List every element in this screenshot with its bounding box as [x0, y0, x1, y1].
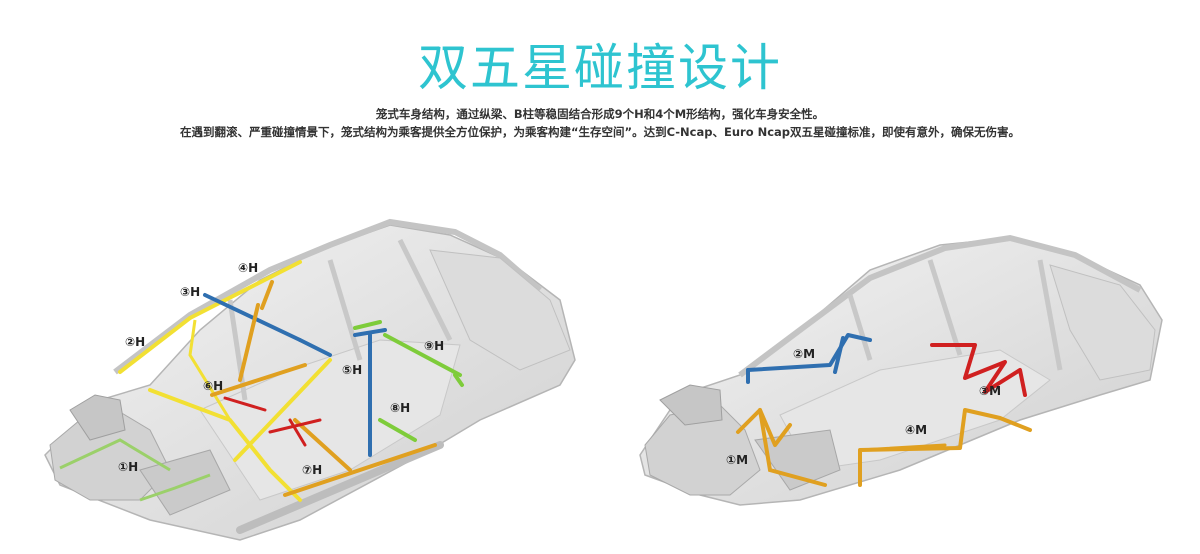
page-title: 双五星碰撞设计 [418, 39, 782, 97]
label-h5: ⑤H [342, 363, 362, 377]
label-h3: ③H [180, 285, 200, 299]
label-h8: ⑧H [390, 401, 410, 415]
label-m2: ②M [793, 347, 815, 361]
label-h6: ⑥H [203, 379, 223, 393]
subtitle-line-1: 笼式车身结构，通过纵梁、B柱等稳固结合形成9个H和4个M形结构，强化车身安全性。 [375, 107, 825, 121]
left-h-structures [59, 260, 464, 502]
label-h9: ⑨H [424, 339, 444, 353]
right-m-structures [736, 333, 1032, 487]
left-labels: ①H ②H ③H ④H ⑤H ⑥H ⑦H ⑧H ⑨H [118, 261, 444, 477]
label-h7: ⑦H [302, 463, 322, 477]
label-h1: ①H [118, 460, 138, 474]
right-labels: ①M ②M ③M ④M [726, 347, 1001, 467]
right-car-body [639, 234, 1163, 506]
label-m4: ④M [905, 423, 927, 437]
label-h2: ②H [125, 335, 145, 349]
subtitle-line-2: 在遇到翻滚、严重碰撞情景下，笼式结构为乘客提供全方位保护，为乘客构建“生存空间”… [179, 125, 1021, 139]
label-h4: ④H [238, 261, 258, 275]
label-m3: ③M [979, 384, 1001, 398]
label-m1: ①M [726, 453, 748, 467]
